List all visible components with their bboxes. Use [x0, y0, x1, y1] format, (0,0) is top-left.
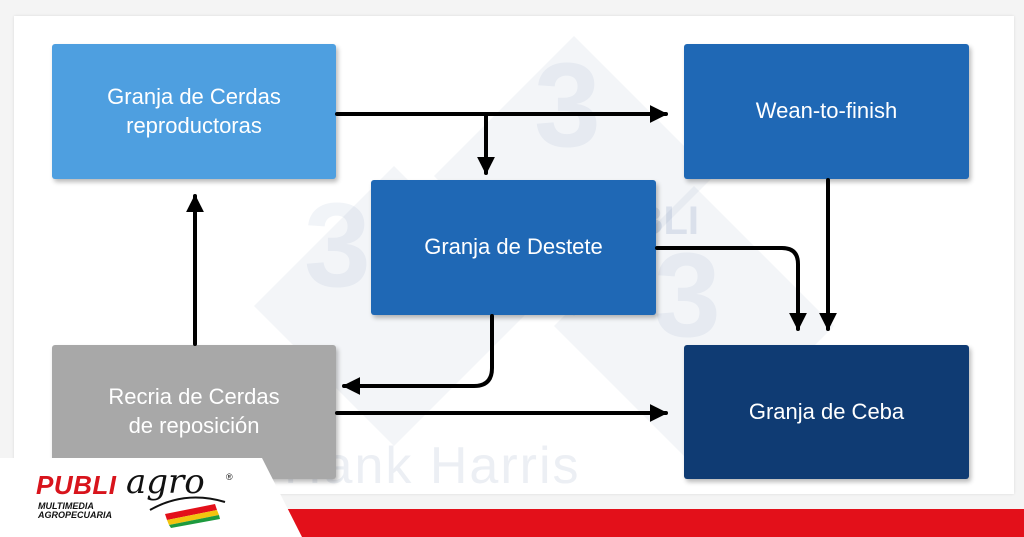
logo-tagline-line2: AGROPECUARIA: [38, 510, 113, 521]
svg-text:3: 3: [654, 228, 721, 362]
svg-text:3: 3: [304, 178, 371, 312]
logo-panel: [0, 458, 302, 537]
node-breeding-farm-label: Granja de Cerdas reproductoras: [107, 83, 281, 138]
footer-red-band: [262, 509, 1024, 537]
node-nursery-farm-label: Granja de Destete: [424, 234, 603, 260]
logo-brand-text: PUBLI: [36, 470, 117, 500]
flow-arrows: [186, 105, 837, 422]
node-gilt-rearing-label: Recria de Cerdas de reposición: [108, 384, 280, 438]
node-nursery-farm: Granja de Destete: [371, 180, 656, 315]
node-breeding-farm: Granja de Cerdas reproductoras: [52, 44, 336, 179]
arrow-nursery-to-gilts: [342, 314, 494, 395]
node-finishing-farm: Granja de Ceba: [684, 345, 969, 479]
logo-tagline: MULTIMEDIA AGROPECUARIA: [38, 501, 113, 521]
node-wean-to-finish: Wean-to-finish: [684, 44, 969, 179]
diagram-canvas: 3 3 3 PUBLI Hank Harris Granja de Cerdas…: [14, 16, 1014, 494]
node-finishing-farm-label: Granja de Ceba: [748, 398, 905, 424]
arrow-nursery-to-finish: [655, 246, 807, 331]
logo-swoosh-icon: [149, 496, 226, 528]
node-gilt-rearing: Recria de Cerdas de reposición: [52, 345, 336, 479]
logo-brand-suffix: agro: [126, 462, 205, 502]
node-wean-to-finish-label: Wean-to-finish: [755, 98, 898, 124]
logo-tagline-line1: MULTIMEDIA: [38, 501, 94, 511]
svg-text:3: 3: [534, 38, 601, 172]
logo-registered-mark: ®: [226, 472, 233, 482]
